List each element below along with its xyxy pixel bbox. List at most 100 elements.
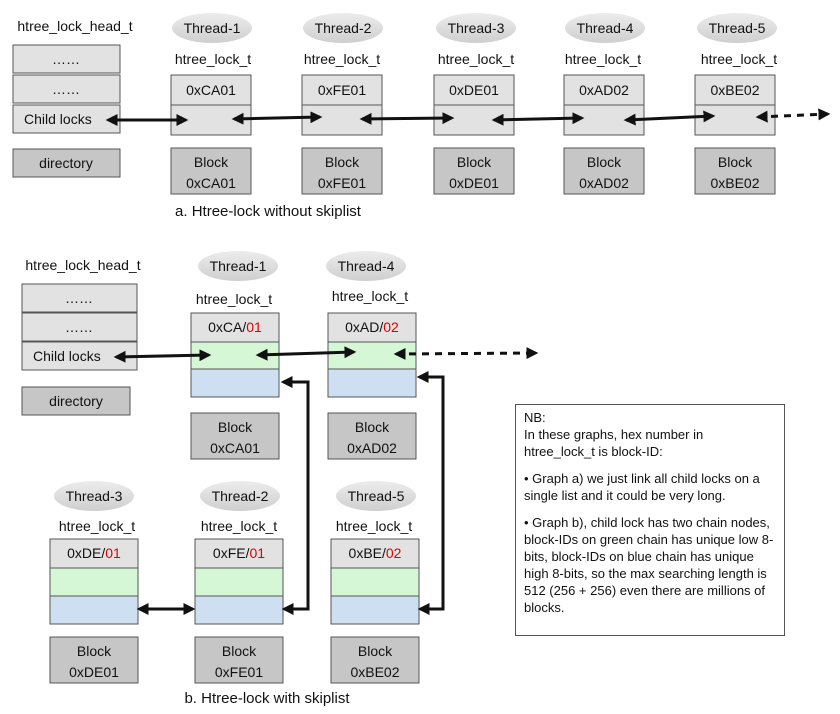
a-block-5 [694,147,776,195]
a-child-locks-row [12,104,121,134]
b-node-2-id-low: 01 [250,545,266,561]
b-node-3-blue-chain [49,595,139,625]
a-node-1-type: htree_lock_t [175,51,251,67]
a-block-3 [433,147,515,195]
note-box: NB: In these graphs, hex number in htree… [515,404,785,636]
a-head-title: htree_lock_head_t [17,18,132,34]
a-node-1: Thread-1 htree_lock_t 0xCA01 Block 0xCA0… [170,13,252,195]
a-block-4-label: Block [587,154,622,170]
b-thread-5-ellipse [336,481,416,511]
a-link-node5-more [755,108,831,123]
a-thread-5-ellipse [697,13,777,43]
a-head-row-2 [12,74,121,104]
a-node-3: Thread-3 htree_lock_t 0xDE01 Block 0xDE0… [433,13,516,195]
b-thread-5-label: Thread-5 [348,488,405,504]
b-green-link-t1-t4 [255,346,357,361]
a-node-5-link-box [694,104,776,136]
b-thread-3-ellipse [54,481,134,511]
a-node-3-id-box [433,74,515,106]
a-node-5-type: htree_lock_t [701,51,777,67]
part-a: htree_lock_head_t …… …… Child locks dire… [12,13,831,220]
a-directory-box [12,148,121,178]
a-link-node2-node3 [359,112,455,125]
b-block-3-label: Block [77,643,112,659]
a-thread-2-ellipse [303,13,383,43]
b-node-3-id-high: 0xDE/ [67,545,105,561]
b-node-2-blue-chain [194,595,284,625]
b-node-5-id: 0xBE/02 [349,545,402,561]
b-node-4-type: htree_lock_t [332,288,408,304]
b-node-thread-4: Thread-4 htree_lock_t 0xAD/02 Block 0xAD… [326,251,417,460]
b-block-5 [330,636,420,684]
a-node-5-id: 0xBE02 [710,82,759,98]
a-node-2-id-box [301,74,383,106]
b-node-3-id-box [49,538,139,569]
a-directory-text: directory [39,155,93,171]
b-node-4-id-low: 02 [383,319,399,335]
b-block-4-label: Block [355,419,390,435]
a-node-2-id: 0xFE01 [318,82,366,98]
a-thread-4-label: Thread-4 [577,20,634,36]
b-thread-2-ellipse [200,481,280,511]
b-green-link-head-t1 [113,349,212,363]
a-node-4-type: htree_lock_t [565,51,641,67]
b-head-title: htree_lock_head_t [25,257,140,273]
b-node-5-green-chain [330,567,420,597]
part-b: htree_lock_head_t …… …… Child locks dire… [21,251,539,707]
a-block-2-label: Block [325,154,360,170]
b-head-row-1-text: …… [65,290,93,306]
a-thread-3-label: Thread-3 [448,20,505,36]
note-intro: In these graphs, hex number in htree_loc… [524,427,704,459]
a-link-node3-node4 [491,112,585,126]
a-node-4-id: 0xAD02 [579,82,629,98]
a-head-row-1-text: …… [52,51,80,67]
b-head-row-2 [21,312,138,342]
b-node-5-blue-chain [330,595,420,625]
b-thread-3-label: Thread-3 [66,488,123,504]
a-node-3-type: htree_lock_t [438,51,514,67]
b-node-1-id-low: 01 [246,319,262,335]
a-node-2: Thread-2 htree_lock_t 0xFE01 Block 0xFE0… [301,13,383,195]
note-item-a: • Graph a) we just link all child locks … [524,471,760,503]
a-block-1-id: 0xCA01 [186,175,236,191]
b-node-3-id: 0xDE/01 [67,545,121,561]
b-block-1-id: 0xCA01 [210,440,260,456]
a-link-node1-node2 [231,111,323,125]
b-node-thread-2: Thread-2 htree_lock_t 0xFE/01 Block 0xFE… [194,481,284,684]
b-node-3-green-chain [49,567,139,597]
b-head-row-2-text: …… [65,319,93,335]
a-head-row-1 [12,44,121,74]
b-directory-box [21,386,131,416]
a-block-5-id: 0xBE02 [710,175,759,191]
b-node-5-id-low: 02 [386,545,402,561]
a-thread-5-label: Thread-5 [709,20,766,36]
b-thread-1-label: Thread-1 [210,258,267,274]
b-node-4-id-box [327,312,417,343]
a-caption: a. Htree-lock without skiplist [175,203,362,220]
a-block-1-label: Block [194,154,229,170]
note-item-b: • Graph b), child lock has two chain nod… [524,515,774,615]
b-node-5-type: htree_lock_t [336,518,412,534]
b-thread-2-label: Thread-2 [212,488,269,504]
a-block-4 [563,147,645,195]
a-node-4: Thread-4 htree_lock_t 0xAD02 Block 0xAD0… [563,13,645,195]
b-block-3 [49,636,139,684]
b-block-3-id: 0xDE01 [69,664,119,680]
a-thread-4-ellipse [565,13,645,43]
b-block-5-id: 0xBE02 [350,664,399,680]
b-blue-link-t4-t5 [416,371,445,615]
b-block-1 [190,412,280,460]
b-block-2 [194,636,284,684]
a-block-2-id: 0xFE01 [318,175,366,191]
b-block-5-label: Block [358,643,393,659]
a-node-5-id-box [694,74,776,106]
b-node-4-blue-chain [327,368,417,398]
b-block-1-label: Block [218,419,253,435]
b-node-5-id-high: 0xBE/ [349,545,386,561]
a-thread-3-ellipse [436,13,516,43]
b-head-row-1 [21,283,138,313]
b-block-2-label: Block [222,643,257,659]
b-blue-link-t1-t2 [280,376,310,615]
b-node-3-type: htree_lock_t [59,518,135,534]
